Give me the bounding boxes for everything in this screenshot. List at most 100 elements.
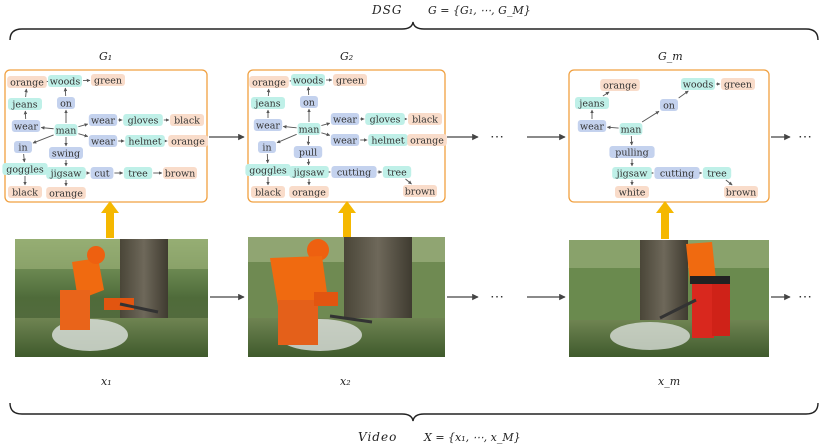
graph-node-box [407,134,447,146]
graph-node-relation: man [619,123,643,135]
graph-node-label: tree [387,167,407,178]
up-arrow-m [656,201,674,239]
graph-node-attribute: green [333,74,367,86]
graph-node-object: swing [49,147,83,159]
graph-node-label: orange [49,188,83,199]
graph-node-label: wear [333,135,357,146]
graph-node-box [258,141,276,153]
graph-node-box [8,186,42,198]
video-frame-2 [248,237,445,357]
graph-node-label: wear [91,115,115,126]
graph-node-box [170,114,204,126]
graph-node-label: green [94,75,122,86]
graph-node-relation: woods [681,78,715,90]
graph-node-box [609,146,655,158]
graph-node-object: cutting [331,166,377,178]
graph-node-object: in [14,141,32,153]
graph-node-label: jigsaw [616,168,648,179]
graph-node-label: pull [299,147,317,158]
graph-node-relation: jeans [575,97,609,109]
graph-node-box [8,98,42,110]
graph-node-relation: jeans [251,97,285,109]
up-arrow-2 [338,201,356,238]
graph-edge [725,179,733,186]
graph-node-box [54,124,78,136]
graph-node-label: tree [707,168,727,179]
graph-node-box [125,135,165,147]
graph-node-box [90,167,114,179]
graph-node-label: orange [252,77,286,88]
graph-node-box [11,120,41,132]
graph-node-attribute: black [8,186,42,198]
graph-node-object: cut [90,167,114,179]
graph-node-label: cut [94,168,109,179]
scene-graph-2: orange woods green jeans on wear man wear gloves… [245,74,447,198]
graph-node-label: helmet [128,136,161,147]
video-ellipsis-1: ⋯ [490,289,504,305]
graph-node-label: on [303,97,315,108]
graph-edge [24,88,28,98]
footer-label: Video [358,430,397,444]
graph-node-relation: gloves [365,113,405,125]
frame-caption-2: x₂ [340,375,351,388]
graph-node-relation: helmet [368,134,408,146]
graph-edge [22,153,26,163]
graph-edge [276,133,297,144]
graph-node-label: jeans [578,98,604,109]
graph-node-box [600,79,640,91]
graph-node-label: man [56,125,77,136]
graph-node-box [251,186,285,198]
header-formula: G = {G₁, ⋯, G_M} [428,4,531,17]
graph-node-object: on [660,99,678,111]
graph-node-relation: tree [702,167,732,179]
graph-node-attribute: orange [600,79,640,91]
graph-node-label: goggles [6,164,44,175]
graph-ellipsis-1: ⋯ [490,129,504,145]
graph-node-object: wear [330,134,360,146]
graph-node-box [46,167,86,179]
graph-node-label: gloves [370,114,401,125]
graph-node-box [123,167,153,179]
graph-node-box [408,113,442,125]
graph-node-object: cutting [654,167,700,179]
graph-node-object: on [57,97,75,109]
graph-node-attribute: orange [289,186,329,198]
graph-node-box [382,166,412,178]
graph-node-box [619,123,643,135]
graph-node-relation: jigsaw [289,166,329,178]
graph-node-label: black [255,187,281,198]
graph-node-box [368,134,408,146]
graph-node-box [46,187,86,199]
graph-node-relation: jeans [8,98,42,110]
graph-node-label: gloves [128,115,159,126]
graph-node-object: wear [88,135,118,147]
graph-node-label: jeans [11,99,37,110]
graph-title-1: G₁ [99,50,112,63]
graph-node-label: wear [333,114,357,125]
up-arrow-1 [101,201,119,238]
graph-node-label: jigsaw [50,168,82,179]
graph-edge [78,123,89,128]
graph-node-attribute: black [408,113,442,125]
graph-node-box [289,166,329,178]
graph-node-relation: woods [291,74,325,86]
graph-node-label: black [412,114,438,125]
graph-node-box [575,97,609,109]
graph-node-label: on [663,100,675,111]
graph-node-box [331,166,377,178]
video-frame-m [569,240,769,357]
graph-node-relation: tree [382,166,412,178]
graph-node-object: pulling [609,146,655,158]
graph-node-box [660,99,678,111]
graph-node-label: tree [128,168,148,179]
graph-node-attribute: orange [7,76,47,88]
graph-node-box [251,97,285,109]
graph-node-relation: man [297,123,321,135]
frame-caption-m: x_m [658,375,680,388]
graph-node-attribute: orange [168,135,208,147]
graph-node-label: brown [726,187,757,198]
graph-node-box [300,96,318,108]
